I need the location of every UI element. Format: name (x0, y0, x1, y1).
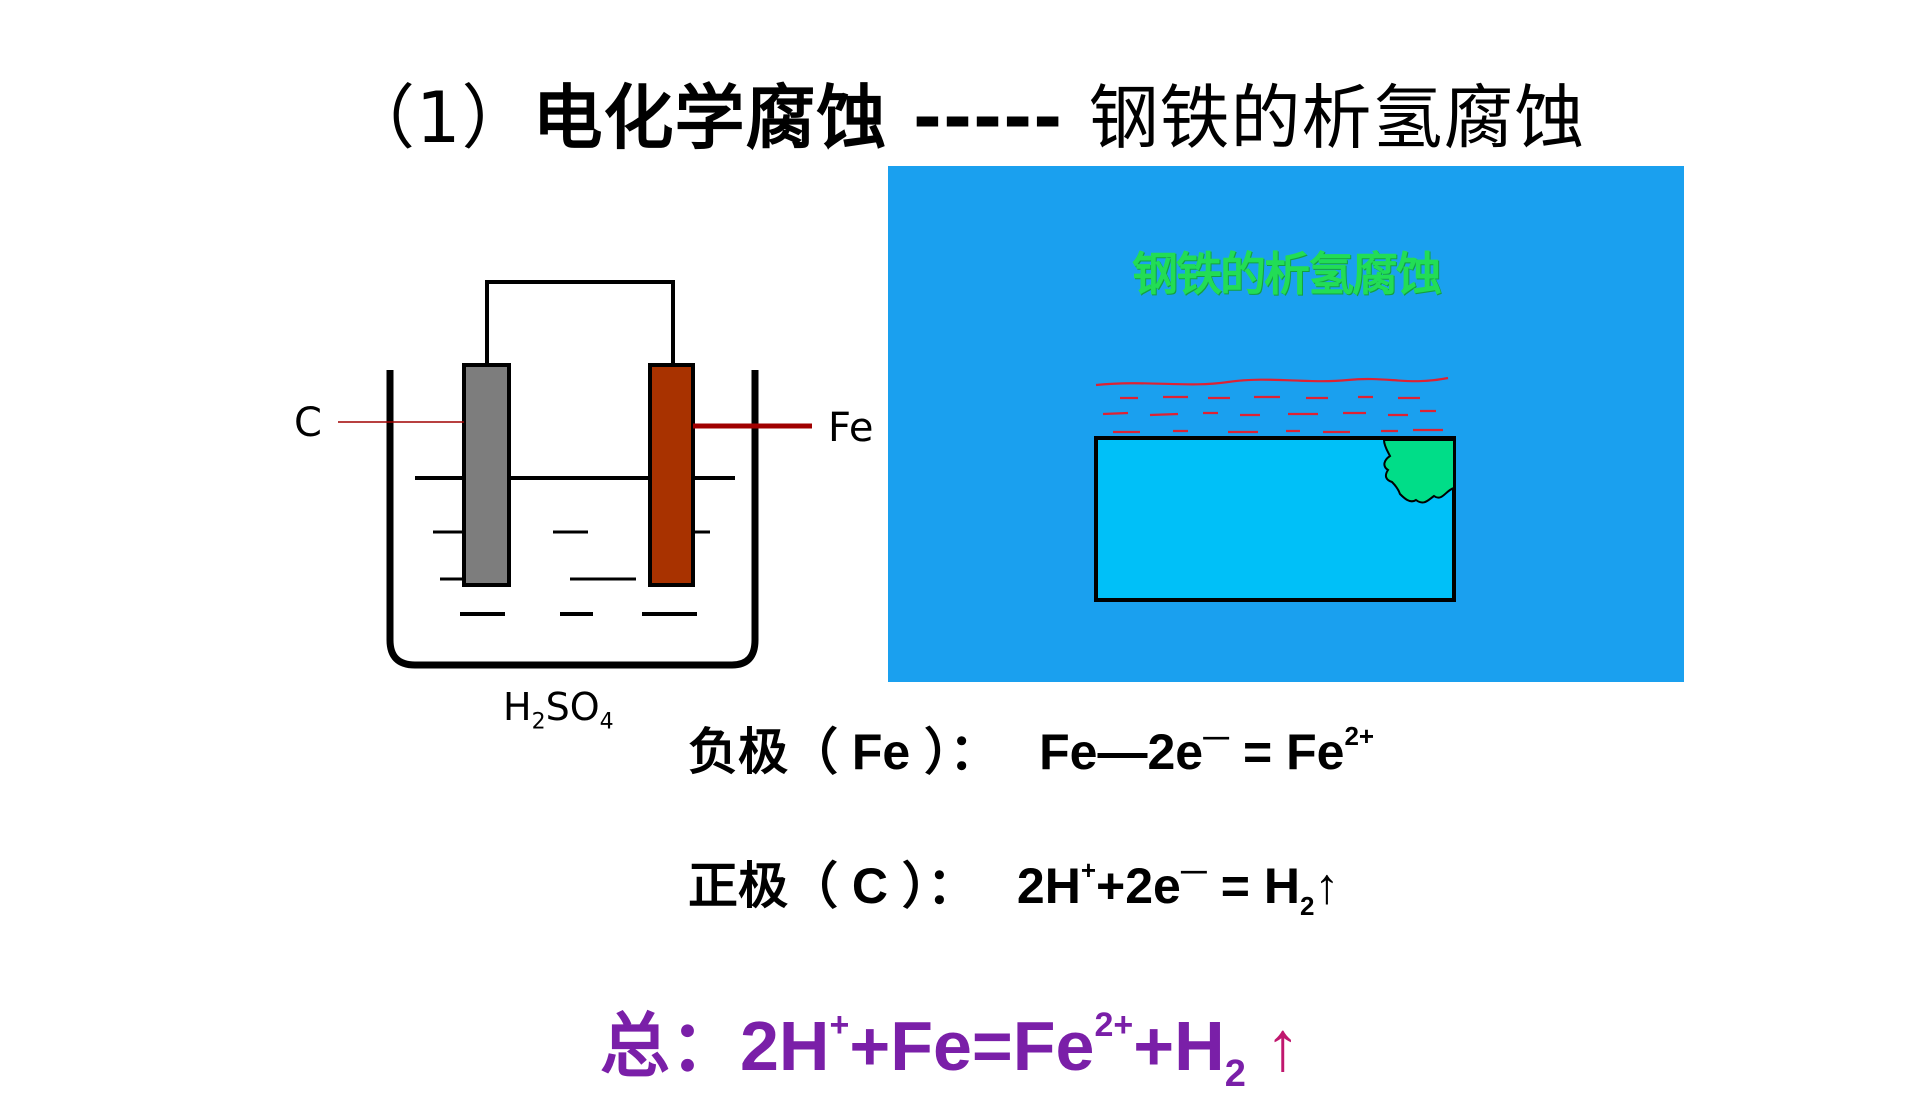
total-a-sup: + (829, 1006, 850, 1044)
negative-electrode-equation: 负极（ Fe ）： Fe—2e— = Fe2+ (688, 712, 1374, 784)
electrolyte-sub-2: 2 (531, 709, 546, 735)
slide-title: （1）电化学腐蚀 ----- 钢铁的析氢腐蚀 (345, 62, 1586, 163)
rust-spot (1382, 439, 1455, 504)
electrolytic-cell-diagram: C Fe H2SO4 (270, 270, 910, 740)
negative-lhs-sup: — (1203, 721, 1230, 751)
animation-drawing (1094, 376, 1456, 602)
iron-electrode (648, 363, 695, 587)
negative-eq: = Fe (1229, 724, 1345, 780)
positive-h: 2H (1016, 858, 1081, 914)
electrolyte-so: SO (545, 685, 600, 729)
electrolyte-sub-4: 4 (599, 709, 614, 735)
negative-lhs: Fe—2e (1039, 724, 1204, 780)
total-b-sup: 2+ (1094, 1006, 1134, 1044)
total-c-sub: 2 (1224, 1053, 1246, 1095)
electrolyte-label: H2SO4 (503, 685, 614, 735)
total-equation: 总：2H++Fe=Fe2++H2 ↑ (600, 990, 1300, 1096)
label-fe: Fe (828, 405, 874, 451)
total-a: 2H (740, 1007, 830, 1085)
positive-label: 正极（ C ）： (688, 858, 977, 914)
positive-mid: +2e (1096, 858, 1181, 914)
total-b: +Fe=Fe (849, 1007, 1095, 1085)
total-c: +H (1133, 1007, 1225, 1085)
positive-electrode-equation: 正极（ C ）： 2H++2e— = H2↑ (688, 846, 1339, 922)
title-prefix: （1） (345, 77, 533, 159)
liquid-waves (1095, 376, 1449, 434)
total-up-arrow-icon: ↑ (1245, 1007, 1301, 1085)
title-main: 电化学腐蚀 (532, 77, 888, 159)
up-arrow-icon: ↑ (1314, 858, 1340, 914)
connecting-wire (485, 280, 675, 370)
positive-mid-sup: — (1180, 855, 1207, 885)
beaker (386, 370, 759, 669)
positive-rhs: = H (1206, 858, 1300, 914)
positive-rhs-sub: 2 (1299, 891, 1315, 921)
negative-label: 负极（ Fe ）： (688, 724, 1000, 780)
cell-drawing (338, 280, 812, 669)
negative-rhs-sup: 2+ (1344, 721, 1375, 751)
title-subject: 钢铁的析氢腐蚀 (1088, 77, 1586, 159)
carbon-electrode (462, 363, 511, 587)
animation-title: 钢铁的析氢腐蚀 (1132, 247, 1442, 301)
liquid-dashes (433, 530, 710, 616)
corrosion-animation-panel: 钢铁的析氢腐蚀 (888, 166, 1684, 682)
title-dash: ----- (887, 77, 1089, 159)
electrolyte-h: H (503, 685, 532, 729)
positive-h-sup: + (1080, 855, 1097, 885)
label-c: C (294, 400, 322, 446)
total-label: 总： (600, 1007, 740, 1085)
